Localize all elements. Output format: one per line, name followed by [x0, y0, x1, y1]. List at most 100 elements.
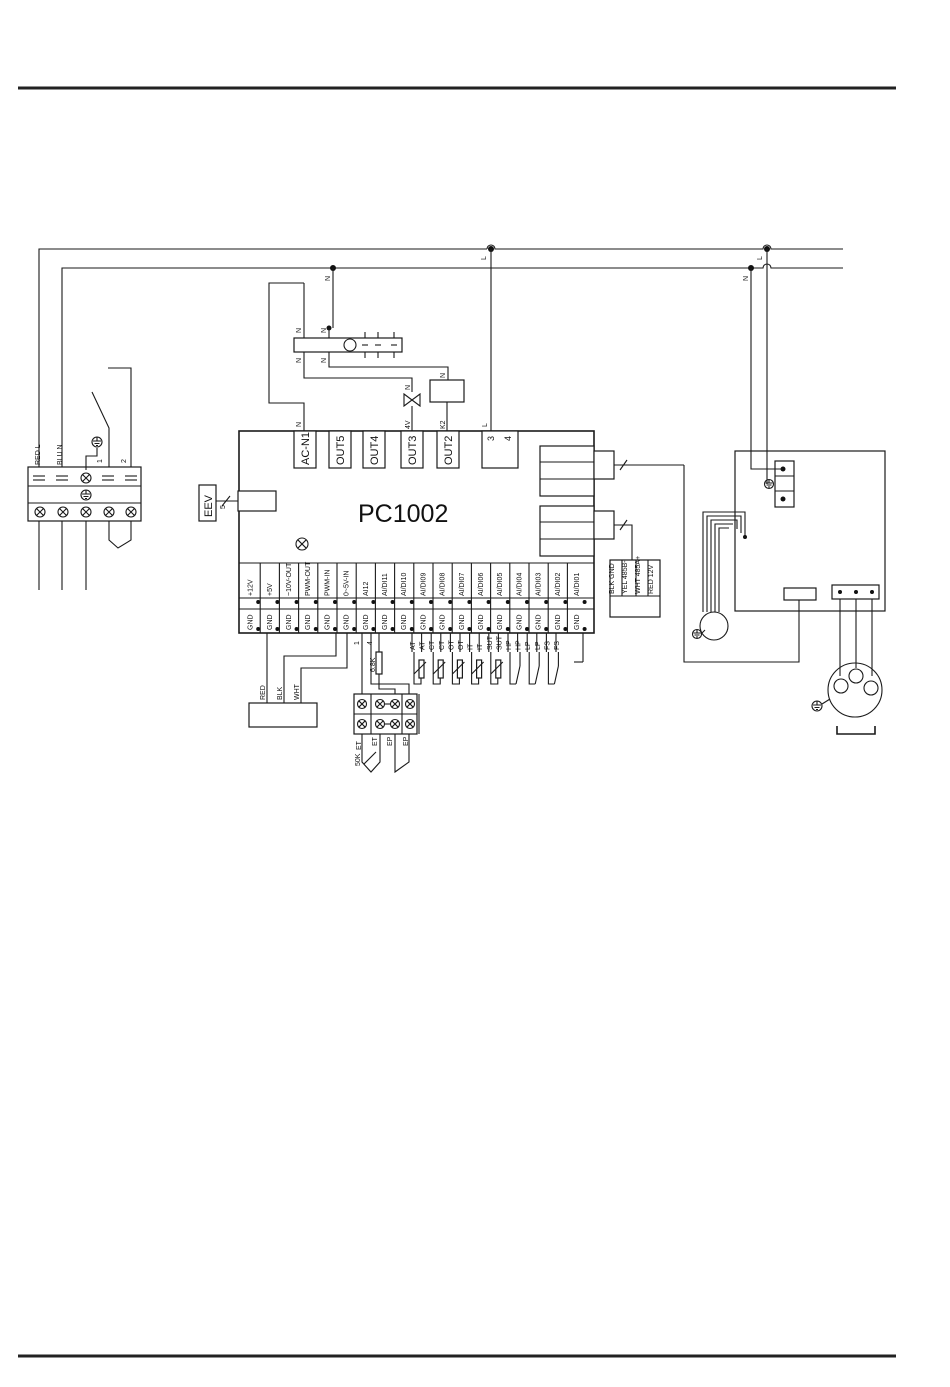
pin3-l-label: L: [482, 423, 489, 427]
valve-n-label: N: [405, 385, 412, 390]
red-l-label: RED L: [35, 444, 42, 465]
pwm-cable: RED BLK WHT: [248, 633, 348, 728]
mains-bus: L L N N: [38, 244, 843, 590]
header-pin-4: 4: [503, 436, 513, 441]
pin-1: 1: [354, 641, 361, 645]
gnd-label-row: GND GND GND GND GND GND GND GND GND GND GND GND GND G…: [248, 614, 587, 631]
sensor-tag-9: SUT: [487, 635, 494, 650]
blu-n-label: BLU N: [57, 444, 64, 465]
cable-wht: WHT: [294, 683, 301, 700]
input-4: PWM-OUT: [305, 561, 312, 596]
input-5: PWM-IN: [324, 570, 331, 596]
contactor-n-top-2: N: [321, 328, 328, 333]
input-9: AI/DI10: [401, 573, 408, 596]
rs485-wht: WHT 485A+: [635, 556, 642, 594]
rs485-connector: BLK GND YEL 485B- WHT 485A+ RED 12V: [609, 556, 661, 618]
cable-red: RED: [260, 685, 267, 700]
gnd-10: GND: [420, 614, 427, 630]
gnd-12: GND: [459, 614, 466, 630]
input-17: AI/DI02: [555, 573, 562, 596]
gnd-4: GND: [305, 614, 312, 630]
gnd-15: GND: [516, 614, 523, 630]
input-15: AI/DI04: [516, 573, 523, 596]
rs485-blk-gnd: BLK GND: [609, 563, 616, 594]
acn1-n-label: N: [296, 422, 303, 427]
gnd-14: GND: [497, 614, 504, 630]
sensor-tag-11: HP: [506, 640, 513, 650]
aux-ep-1: EP: [387, 736, 394, 746]
input-14: AI/DI05: [497, 573, 504, 596]
contactor-n-top-1: N: [296, 328, 303, 333]
neutral-label-right: N: [743, 276, 750, 281]
input-7: AI12: [363, 581, 370, 596]
controller-model: PC1002: [358, 500, 448, 528]
input-8: AI/DI11: [382, 573, 389, 596]
gnd-7: GND: [363, 614, 370, 630]
out2-k2-label: K2: [440, 420, 447, 429]
resistor-label: 6.8K: [370, 657, 377, 672]
input-18: AI/DI01: [574, 573, 581, 596]
sensor-tag-12: HP: [516, 640, 523, 650]
switch-pin-1: 1: [97, 459, 104, 463]
input-12: AI/DI07: [459, 573, 466, 596]
sensor-tag-10: SUT: [496, 635, 503, 650]
aux-et-1: ET: [356, 740, 363, 750]
gnd-13: GND: [478, 614, 485, 630]
cable-blk: BLK: [277, 686, 284, 700]
gnd-17: GND: [555, 614, 562, 630]
input-10: AI/DI09: [420, 573, 427, 596]
switch-pin-2: 2: [121, 459, 128, 463]
aux-et-2: ET: [372, 736, 379, 746]
neutral-label: N: [325, 276, 332, 281]
sensor-tag-16: FS: [554, 641, 561, 650]
gnd-11: GND: [440, 614, 447, 630]
sensor-tag-7: IT: [468, 643, 475, 650]
aux-50k: 50K: [355, 753, 362, 766]
gnd-8: GND: [382, 614, 389, 630]
gnd-3: GND: [286, 614, 293, 630]
sensor-tag-6: OT: [458, 640, 465, 650]
header-out4: OUT4: [369, 436, 381, 465]
input-3: ~10V-OUT: [286, 562, 293, 596]
eev-label: EEV: [203, 494, 215, 517]
outdoor-unit: [683, 249, 886, 735]
line-label-right: L: [757, 256, 764, 260]
sensor-tag-3: CT: [429, 640, 436, 650]
gnd-18: GND: [574, 614, 581, 630]
gnd-16: GND: [536, 614, 543, 630]
input-13: AI/DI06: [478, 573, 485, 596]
aux-terminal: 1 4 6.8K ET ET EP EP 50K: [353, 633, 420, 774]
contactor-n-bot-1: N: [296, 358, 303, 363]
gnd-1: GND: [248, 614, 255, 630]
header-out5: OUT5: [335, 436, 347, 465]
rs485-red: RED 12V: [648, 564, 655, 594]
pin-4: 4: [367, 641, 374, 645]
header-out3: OUT3: [407, 436, 419, 465]
input-2: +5V: [267, 583, 274, 596]
contactor-n-bot-2: N: [321, 358, 328, 363]
aux-ep-2: EP: [403, 736, 410, 746]
input-16: AI/DI03: [536, 573, 543, 596]
sensor-tag-5: OT: [448, 640, 455, 650]
header-ac-n1: AC-N1: [300, 432, 312, 465]
gnd-2: GND: [267, 614, 274, 630]
k-coil-n-label: N: [440, 373, 447, 378]
header-pin-3: 3: [486, 436, 496, 441]
sensor-tag-2: AT: [420, 641, 427, 650]
sensor-tag-8: IT: [477, 643, 484, 650]
pc1002-board: PC1002 AC-N1 OUT5 OUT4 OUT3 OUT2 3 4 EEV…: [198, 430, 684, 634]
header-out2: OUT2: [443, 436, 455, 465]
gnd-5: GND: [324, 614, 331, 630]
input-1: +12V: [248, 579, 255, 596]
sensor-tag-15: FS: [544, 641, 551, 650]
sensor-tag-4: CT: [439, 640, 446, 650]
sensor-tag-13: LP: [525, 641, 532, 650]
sensor-tag-14: LP: [535, 641, 542, 650]
out3-4v-label: 4V: [405, 420, 412, 429]
contactor-group: N N N N N N L N 4V K2: [268, 249, 492, 432]
gnd-9: GND: [401, 614, 408, 630]
line-label: L: [481, 256, 488, 260]
